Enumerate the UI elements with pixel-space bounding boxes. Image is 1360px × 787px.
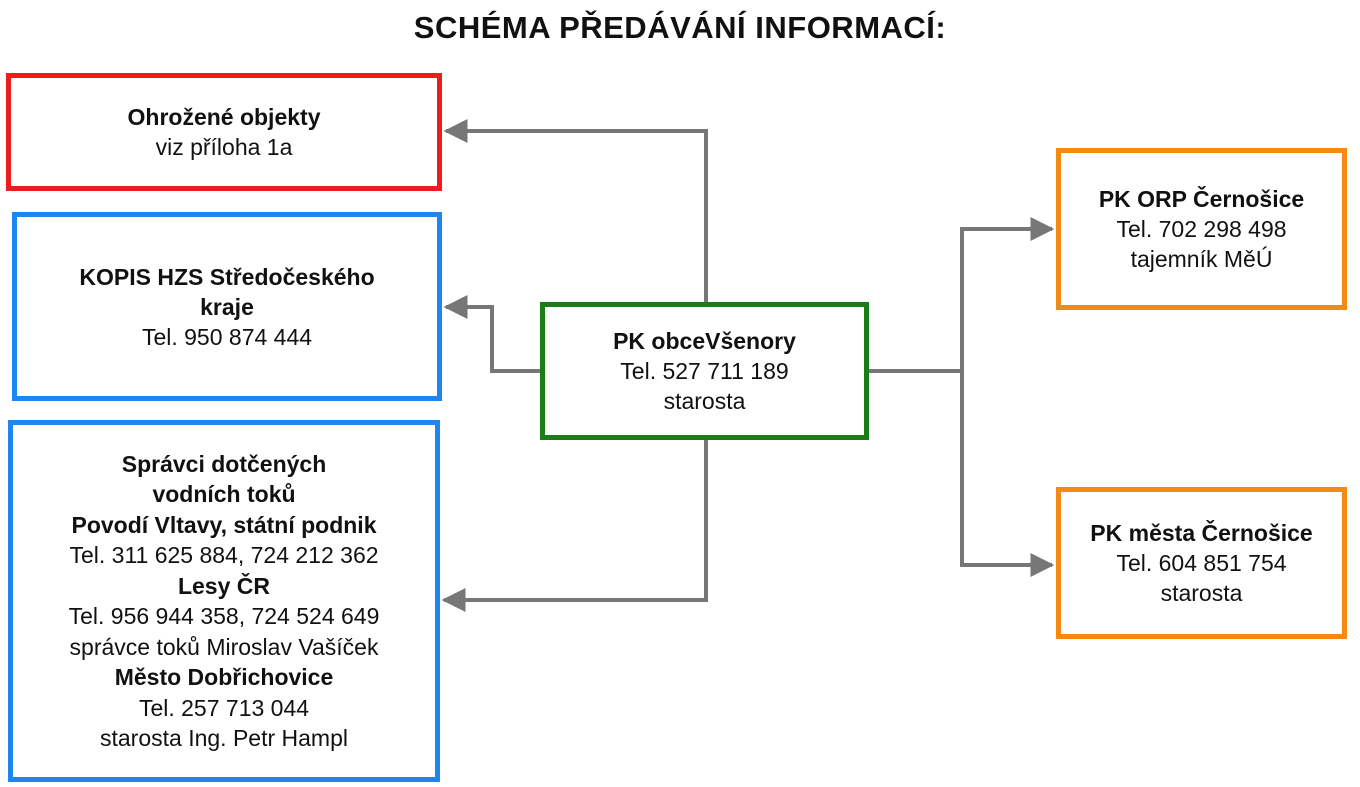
city-phone: Tel. 604 851 754 (1116, 550, 1287, 576)
kopis-phone: Tel. 950 874 444 (141, 323, 313, 350)
arrow-to-threatened (443, 119, 708, 302)
dobrichovice-name: Město Dobřichovice (114, 664, 334, 690)
city-role: starosta (1160, 580, 1243, 606)
arrow-to-kopis (443, 295, 540, 373)
povodi-vltavy-phone: Tel. 311 625 884, 724 212 362 (69, 542, 379, 568)
center-crisis-staff-box: PK obceVšenory Tel. 527 711 189 starosta (540, 302, 869, 440)
lesy-cr-phone: Tel. 956 944 358, 724 524 649 (68, 603, 380, 629)
arrow-to-orp (960, 217, 1055, 371)
center-title: PK obceVšenory (613, 328, 796, 354)
threatened-objects-note: viz příloha 1a (155, 134, 293, 160)
arrow-to-stream-managers (441, 440, 708, 612)
stream-managers-heading-line1: Správci dotčených (121, 450, 327, 477)
city-title: PK města Černošice (1090, 520, 1313, 546)
threatened-objects-box: Ohrožené objekty viz příloha 1a (6, 73, 442, 191)
stream-managers-box: Správci dotčených vodních toků Povodí Vl… (8, 420, 440, 782)
orp-role: tajemník MěÚ (1130, 246, 1273, 272)
lesy-cr-contact: správce toků Miroslav Vašíček (69, 633, 379, 660)
center-role: starosta (663, 388, 746, 414)
orp-phone: Tel. 702 298 498 (1116, 216, 1287, 242)
dobrichovice-contact: starosta Ing. Petr Hampl (100, 725, 348, 751)
kopis-title-line2: kraje (200, 293, 254, 320)
center-phone: Tel. 527 711 189 (620, 358, 789, 384)
diagram-title: SCHÉMA PŘEDÁVÁNÍ INFORMACÍ: (413, 10, 947, 45)
dobrichovice-phone: Tel. 257 713 044 (138, 694, 310, 721)
city-cernosice-box: PK města Černošice Tel. 604 851 754 star… (1056, 487, 1347, 639)
stream-managers-heading-line2: vodních toků (152, 481, 296, 507)
kopis-box: KOPIS HZS Středočeského kraje Tel. 950 8… (12, 212, 442, 401)
orp-title: PK ORP Černošice (1098, 186, 1305, 212)
orp-cernosice-box: PK ORP Černošice Tel. 702 298 498 tajemn… (1056, 148, 1347, 310)
threatened-objects-title: Ohrožené objekty (127, 104, 321, 130)
kopis-title-line1: KOPIS HZS Středočeského (79, 263, 375, 290)
arrow-to-city (960, 371, 1055, 577)
lesy-cr-name: Lesy ČR (177, 572, 271, 599)
povodi-vltavy-name: Povodí Vltavy, státní podnik (71, 511, 377, 538)
